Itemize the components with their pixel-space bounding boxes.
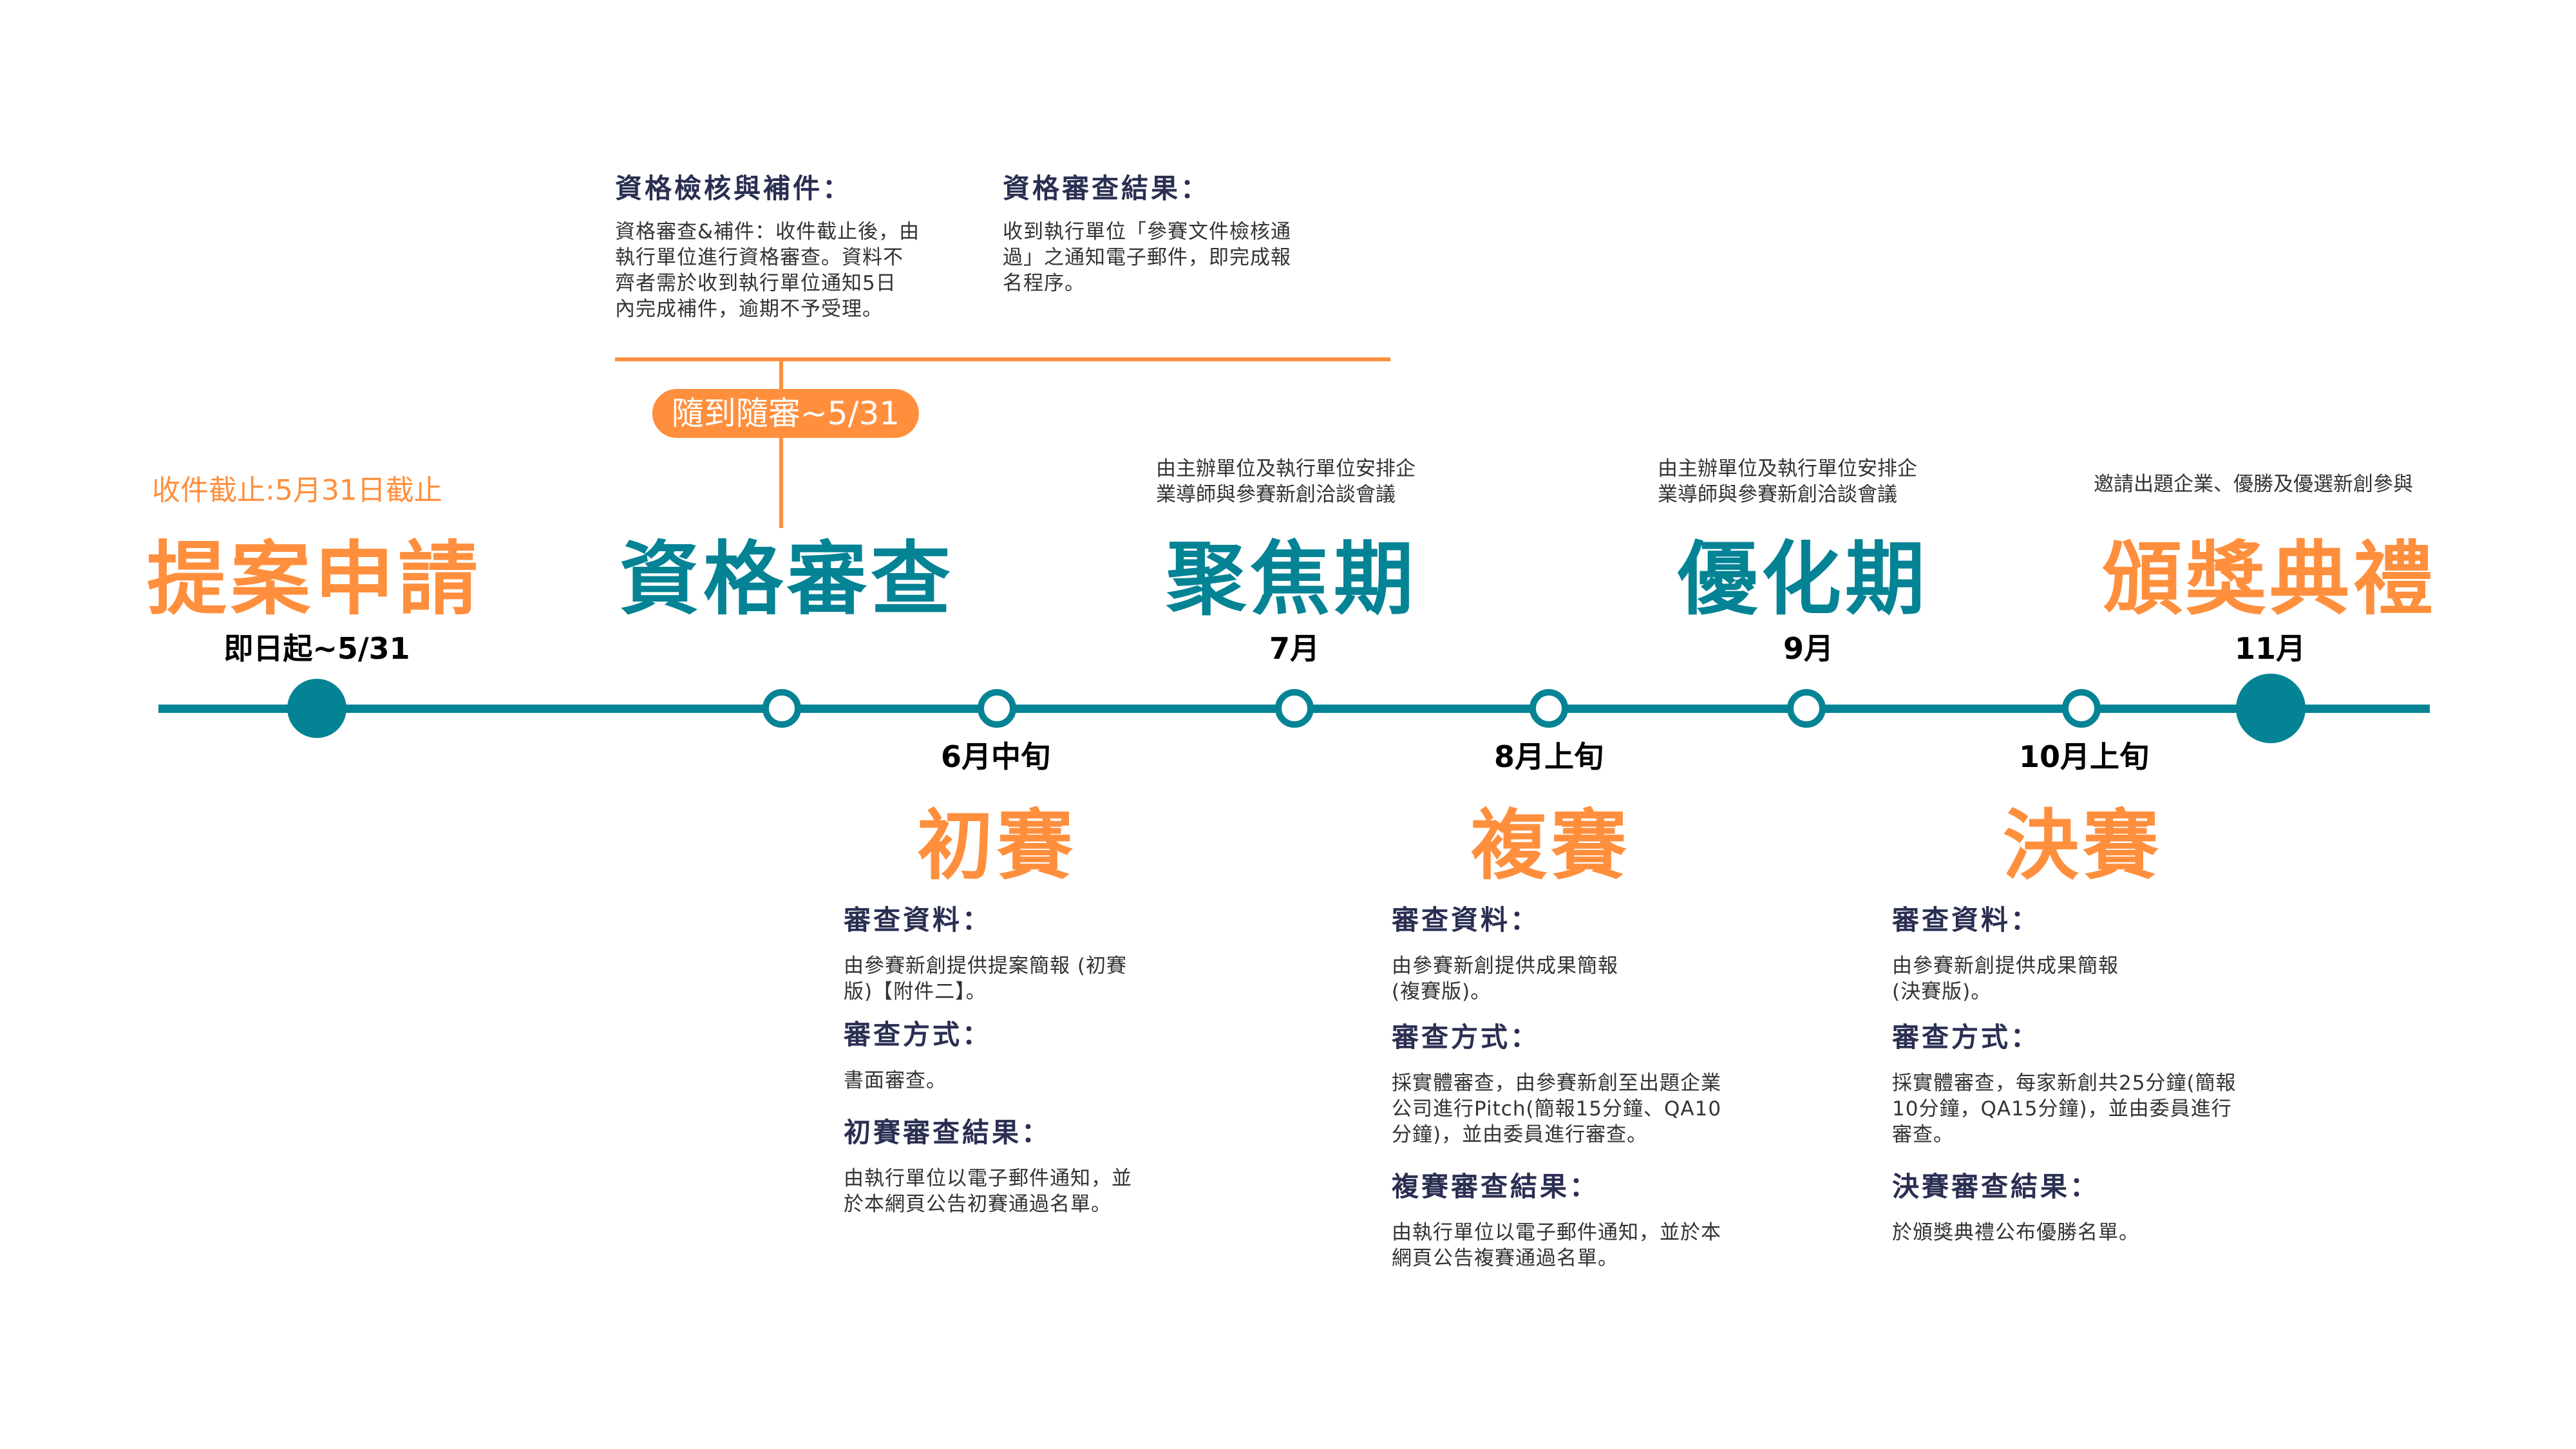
timeline-node-semifinal [1530,689,1568,728]
section-heading: 審查方式： [1892,1021,2041,1053]
timeline-node-qualification [762,689,801,728]
qualification-check-line: 內完成補件，逾期不予受理。 [615,298,883,321]
section-line: 由執行單位以電子郵件通知，並 [844,1167,1132,1190]
section-line: 由參賽新創提供成果簡報 [1392,954,1618,978]
qualification-result-line: 過」之通知電子郵件，即完成報 [1003,246,1291,269]
preliminary-details: 審查資料： 由參賽新創提供提案簡報 (初賽 版)【附件二】。 審查方式： 書面審… [844,907,1179,1239]
section-body: 由執行單位以電子郵件通知，並 於本網頁公告初賽通過名單。 [844,1166,1179,1217]
section-line: (決賽版)。 [1892,980,1992,1003]
award-ceremony-note: 邀請出題企業、優勝及優選新創參與 [2094,473,2413,496]
section-line: 由執行單位以電子郵件通知，並於本 [1392,1221,1721,1244]
section-line: 10分鐘，QA15分鐘)，並由委員進行 [1892,1097,2232,1121]
section-line: 審查。 [1892,1123,1954,1146]
section-line: 由參賽新創提供成果簡報 [1892,954,2119,978]
section-body: 書面審查。 [844,1068,1179,1094]
optimization-period-note-line: 由主辦單位及執行單位安排企 [1658,457,1917,480]
section-line: (複賽版)。 [1392,980,1492,1003]
deadline-note: 收件截止:5月31日截止 [152,474,442,507]
section-body: 採實體審查，每家新創共25分鐘(簡報 10分鐘，QA15分鐘)，並由委員進行 審… [1892,1070,2278,1148]
section-line: 分鐘)，並由委員進行審查。 [1392,1123,1648,1146]
rolling-review-pill: 隨到隨審~5/31 [652,389,920,438]
timeline-node-award-ceremony [2236,674,2306,743]
date-preliminary: 6月中旬 [940,739,1051,774]
section-body: 由參賽新創提供成果簡報 (複賽版)。 [1392,953,1778,1005]
section-heading: 複賽審查結果： [1392,1171,1600,1202]
timeline-node-application [287,679,346,738]
qualification-check-line: 齊者需於收到執行單位通知5日 [615,272,896,295]
date-award-ceremony: 11月 [2234,631,2306,666]
qualification-connector-line [779,359,783,528]
focus-period-note-line: 業導師與參賽新創洽談會議 [1156,483,1396,506]
section-line: 版)【附件二】。 [844,980,987,1003]
focus-period-note-line: 由主辦單位及執行單位安排企 [1156,457,1416,480]
stage-title-focus-period: 聚焦期 [1166,533,1418,626]
section-line: 採實體審查，由參賽新創至出題企業 [1392,1072,1721,1095]
stage-title-award-ceremony: 頒獎典禮 [2101,533,2438,626]
timeline-node-optimization-period [1787,689,1826,728]
timeline-node-final [2062,689,2101,728]
qualification-check-heading: 資格檢核與補件： [615,173,853,204]
section-line: 採實體審查，每家新創共25分鐘(簡報 [1892,1072,2237,1095]
timeline-node-focus-period [1275,689,1314,728]
qualification-check-note: 資格檢核與補件： 資格審查&補件：收件截止後，由 執行單位進行資格審查。資料不 … [615,175,950,322]
section-line: 網頁公告複賽通過名單。 [1392,1247,1618,1270]
stage-title-qualification: 資格審查 [619,533,955,626]
section-body: 由參賽新創提供成果簡報 (決賽版)。 [1892,953,2278,1005]
section-heading: 審查方式： [1392,1021,1540,1053]
section-line: 公司進行Pitch(簡報15分鐘、QA10 [1392,1097,1722,1121]
section-line: 於頒獎典禮公布優勝名單。 [1892,1221,2139,1244]
qualification-result-line: 收到執行單位「參賽文件檢核通 [1003,220,1291,243]
date-final: 10月上旬 [2018,739,2150,774]
stage-title-application: 提案申請 [146,533,482,626]
focus-period-note: 由主辦單位及執行單位安排企 業導師與參賽新創洽談會議 [1156,456,1416,507]
date-focus-period: 7月 [1269,631,1320,666]
section-body: 採實體審查，由參賽新創至出題企業 公司進行Pitch(簡報15分鐘、QA10 分… [1392,1070,1778,1148]
stage-title-preliminary: 初賽 [916,801,1077,890]
optimization-period-note: 由主辦單位及執行單位安排企 業導師與參賽新創洽談會議 [1658,456,1917,507]
section-heading: 決賽審查結果： [1892,1171,2100,1202]
qualification-check-line: 執行單位進行資格審查。資料不 [615,246,904,269]
section-line: 由參賽新創提供提案簡報 (初賽 [844,954,1127,978]
qualification-bracket-line [615,357,1390,361]
semifinal-details: 審查資料： 由參賽新創提供成果簡報 (複賽版)。 審查方式： 採實體審查，由參賽… [1392,907,1778,1293]
section-body: 於頒獎典禮公布優勝名單。 [1892,1220,2278,1245]
section-heading: 審查資料： [1392,904,1540,936]
section-heading: 審查方式： [844,1019,992,1050]
stage-title-final: 決賽 [2002,801,2163,890]
date-semifinal: 8月上旬 [1493,739,1604,774]
section-heading: 審查資料： [844,904,992,936]
section-body: 由執行單位以電子郵件通知，並於本 網頁公告複賽通過名單。 [1392,1220,1778,1271]
stage-title-semifinal: 複賽 [1470,801,1631,890]
date-optimization-period: 9月 [1783,631,1834,666]
section-line: 書面審查。 [844,1069,947,1092]
qualification-result-note: 資格審查結果： 收到執行單位「參賽文件檢核通 過」之通知電子郵件，即完成報 名程… [1003,175,1338,296]
section-line: 於本網頁公告初賽通過名單。 [844,1193,1112,1216]
section-heading: 審查資料： [1892,904,2041,936]
qualification-result-heading: 資格審查結果： [1003,173,1211,204]
section-heading: 初賽審查結果： [844,1117,1052,1148]
timeline-node-preliminary [978,689,1016,728]
stage-title-optimization-period: 優化期 [1677,533,1929,626]
final-details: 審查資料： 由參賽新創提供成果簡報 (決賽版)。 審查方式： 採實體審查，每家新… [1892,907,2278,1267]
qualification-result-line: 名程序。 [1003,272,1085,295]
date-application: 即日起~5/31 [223,631,410,666]
optimization-period-note-line: 業導師與參賽新創洽談會議 [1658,483,1897,506]
section-body: 由參賽新創提供提案簡報 (初賽 版)【附件二】。 [844,953,1179,1005]
qualification-check-line: 資格審查&補件：收件截止後，由 [615,220,920,243]
